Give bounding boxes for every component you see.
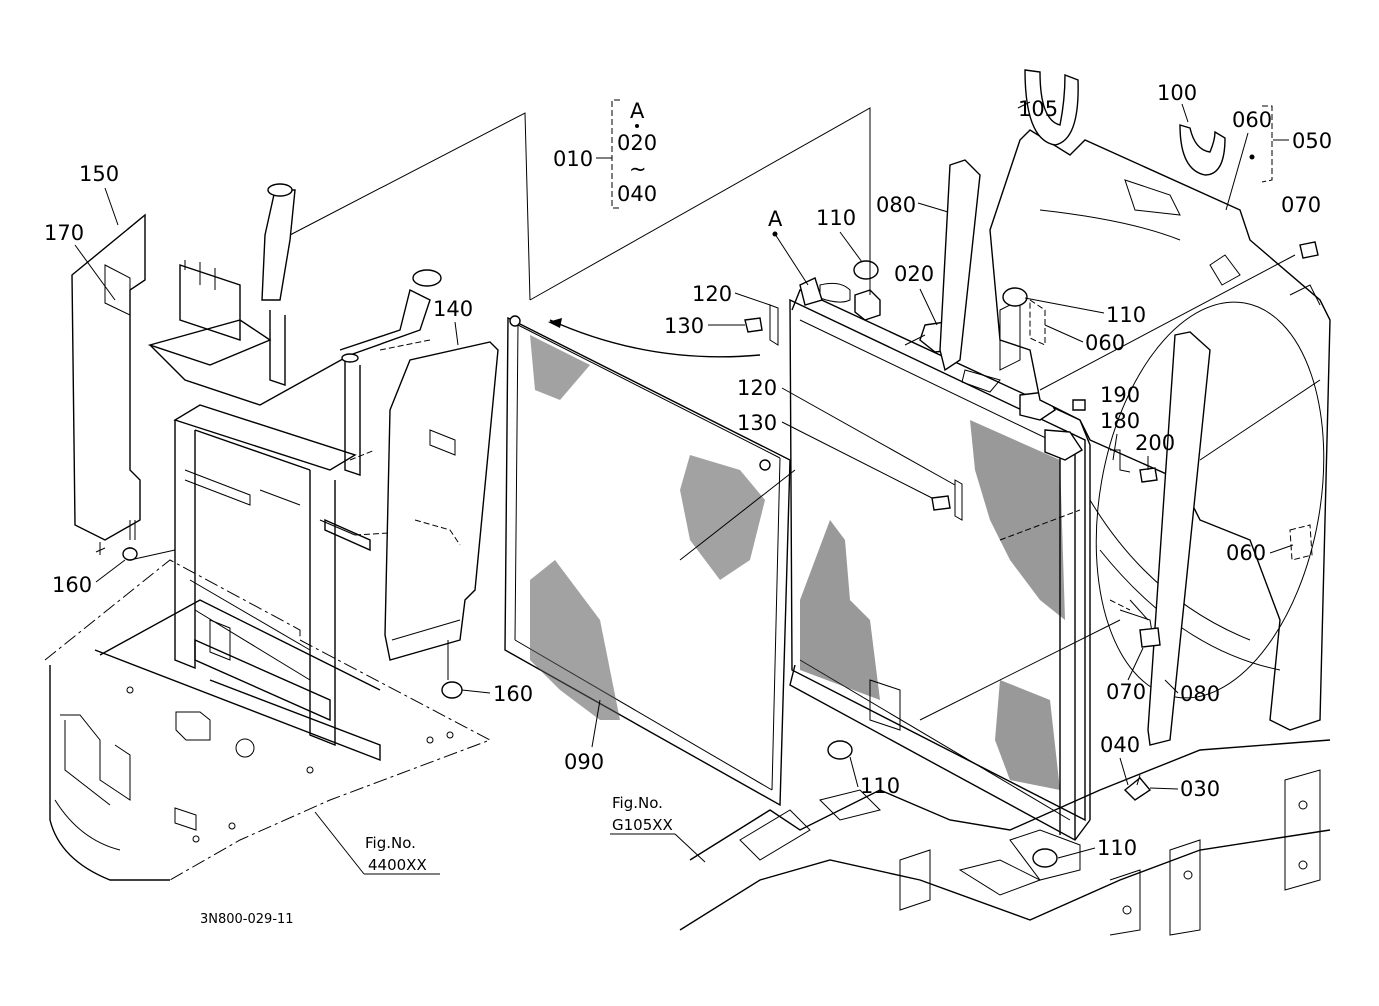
callout-020-right: 020	[894, 262, 934, 286]
side-cover-150	[71, 213, 146, 561]
callout-140: 140	[433, 297, 473, 321]
fig-ref-label: Fig.No.	[612, 794, 663, 812]
callout-100: 100	[1157, 81, 1197, 105]
callout-180: 180	[1100, 409, 1140, 433]
callout-160-right: 160	[493, 682, 533, 706]
callout-tilde: ~	[629, 157, 647, 181]
callout-170: 170	[44, 221, 84, 245]
lower-chassis	[679, 739, 1331, 936]
fig-ref-number[interactable]: 4400XX	[368, 856, 427, 874]
figure-reference-4400[interactable]: Fig.No. 4400XX	[314, 811, 440, 875]
callout-110-mid: 110	[1106, 303, 1146, 327]
callout-a-top: A	[768, 207, 783, 231]
callout-090: 090	[564, 750, 604, 774]
callout-010: 010	[553, 147, 593, 171]
callout-160-left: 160	[52, 573, 92, 597]
floor-plate	[44, 559, 492, 881]
callout-110-low: 110	[860, 774, 900, 798]
callout-a-stack: A	[630, 99, 645, 123]
callout-labels: 105 100 060 050 070 080 110 020 120 130 …	[44, 81, 1332, 860]
fig-ref-number[interactable]: G105XX	[612, 816, 673, 834]
figure-reference-g105[interactable]: Fig.No. G105XX	[610, 794, 706, 863]
callout-070-top: 070	[1281, 193, 1321, 217]
callout-030: 030	[1180, 777, 1220, 801]
fig-ref-label: Fig.No.	[365, 834, 416, 852]
callout-110-bottom: 110	[1097, 836, 1137, 860]
callout-060-mid: 060	[1085, 331, 1125, 355]
side-cover-140	[384, 341, 499, 699]
drawing-id: 3N800-029-11	[200, 912, 294, 927]
callout-050: 050	[1292, 129, 1332, 153]
bolts-and-grommets	[122, 241, 1319, 868]
callout-040-low: 040	[1100, 733, 1140, 757]
callout-080-top: 080	[876, 193, 916, 217]
callout-070-low: 070	[1106, 680, 1146, 704]
callout-130-top: 130	[664, 314, 704, 338]
callout-150: 150	[79, 162, 119, 186]
clip-100	[1179, 124, 1226, 176]
callout-120-mid: 120	[737, 376, 777, 400]
callout-stack-010: 010 A 020 ~ 040	[553, 99, 1289, 209]
clip-105	[1024, 69, 1079, 146]
callout-190: 190	[1100, 383, 1140, 407]
radiator-core	[789, 277, 1091, 841]
callout-080-low: 080	[1180, 682, 1220, 706]
callout-105: 105	[1018, 97, 1058, 121]
leader-lines	[129, 107, 1321, 786]
callout-020: 020	[617, 131, 657, 155]
callout-040: 040	[617, 182, 657, 206]
callout-060-low: 060	[1226, 541, 1266, 565]
callout-200: 200	[1135, 431, 1175, 455]
callout-110-top: 110	[816, 206, 856, 230]
dust-screen-090	[504, 315, 791, 807]
callout-060-top: 060	[1232, 108, 1272, 132]
callout-120-top: 120	[692, 282, 732, 306]
seal-080	[939, 159, 1211, 746]
callout-130-mid: 130	[737, 411, 777, 435]
